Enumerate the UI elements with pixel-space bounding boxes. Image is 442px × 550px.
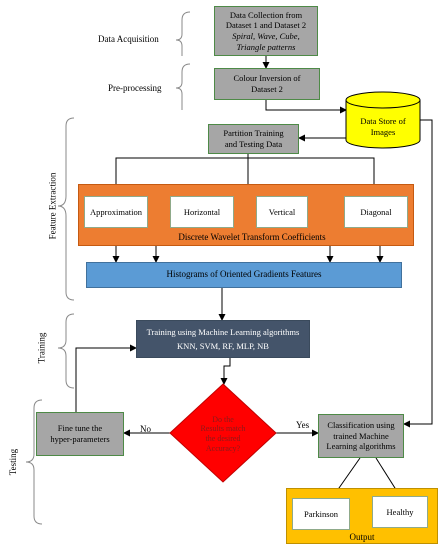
data-store-line1: Data Store of (360, 116, 406, 127)
classification-box: Classification using trained Machine Lea… (318, 414, 404, 458)
data-collection-line2: Dataset 1 and Dataset 2 (225, 20, 307, 31)
decision-line4: Accuracy? (205, 443, 241, 453)
colour-inversion-box: Colour Inversion of Dataset 2 (214, 68, 320, 100)
bracket-feature-extraction (57, 117, 75, 301)
classification-line1: Classification using (327, 420, 395, 431)
coef-vertical-box: Vertical (256, 196, 308, 228)
output-label: Output (349, 532, 375, 542)
edge-label-no: No (140, 424, 151, 434)
output-parkinson-box: Parkinson (292, 498, 350, 530)
bracket-data-acquisition (175, 11, 191, 56)
data-store-line2: Images (370, 127, 396, 137)
fine-tune-line1: Fine tune the (57, 423, 103, 434)
colour-inversion-line2: Dataset 2 (251, 84, 283, 94)
bracket-pre-processing (175, 63, 191, 110)
training-line2: KNN, SVM, RF, MLP, NB (177, 340, 269, 351)
colour-inversion-line1: Colour Inversion of (233, 73, 301, 84)
decision-line1: Do the (212, 414, 234, 424)
bracket-testing (25, 399, 43, 525)
training-line1: Training using Machine Learning algorith… (146, 326, 300, 337)
classification-line2: trained Machine (333, 430, 389, 441)
coef-approximation-box: Approximation (84, 196, 148, 228)
data-collection-line1: Data Collection from (229, 9, 303, 20)
coef-horizontal-box: Horizontal (170, 196, 234, 228)
partition-line2: and Testing Data (224, 139, 283, 149)
data-collection-line4: Triangle patterns (236, 41, 296, 52)
coef-diagonal-box: Diagonal (344, 196, 408, 228)
hog-box: Histograms of Oriented Gradients Feature… (86, 262, 402, 288)
data-collection-line3: Spiral, Wave, Cube, (232, 31, 300, 41)
data-collection-box: Data Collection from Dataset 1 and Datas… (214, 6, 318, 56)
decision-text: Do the Results match the desired Accurac… (186, 412, 260, 456)
bracket-training (57, 313, 75, 389)
stage-label-data-acquisition: Data Acquisition (98, 34, 159, 44)
dwt-label: Discrete Wavelet Transform Coefficients (178, 232, 326, 242)
training-box: Training using Machine Learning algorith… (136, 320, 310, 358)
output-healthy-box: Healthy (372, 496, 428, 528)
classification-line3: Learning algorithms (326, 441, 396, 452)
edge-label-yes: Yes (296, 420, 310, 430)
decision-line2: Results match (200, 424, 246, 434)
data-store-label: Data Store of Images (346, 112, 420, 142)
fine-tune-box: Fine tune the hyper-parameters (36, 412, 124, 456)
partition-box: Partition Training and Testing Data (208, 124, 299, 154)
stage-label-pre-processing: Pre-processing (108, 83, 162, 93)
decision-line3: the desired (205, 434, 241, 443)
partition-line1: Partition Training (223, 128, 284, 139)
fine-tune-line2: hyper-parameters (50, 434, 110, 444)
